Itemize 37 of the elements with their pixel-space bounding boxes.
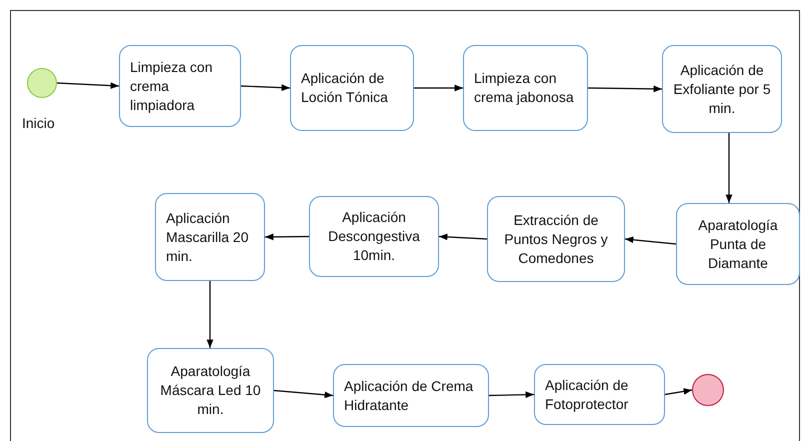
step-text: Extracción de Puntos Negros y Comedones — [503, 210, 609, 268]
process-box — [147, 348, 274, 433]
process-box — [676, 203, 800, 285]
start-circle — [27, 68, 57, 98]
step-text: Limpieza con crema jabonosa — [474, 69, 575, 107]
end-circle — [692, 374, 724, 406]
arrow — [726, 133, 732, 203]
arrow — [588, 86, 662, 92]
process-box — [487, 196, 625, 282]
step-text: Aparatología Punta de Diamante — [697, 216, 779, 272]
process-box — [309, 196, 439, 277]
arrow — [664, 388, 692, 396]
process-box — [290, 45, 414, 131]
process-box — [333, 364, 489, 427]
process-box — [119, 45, 241, 127]
step-text: Aplicación Mascarilla 20 min. — [166, 208, 250, 266]
process-box — [155, 193, 265, 281]
arrow — [56, 82, 120, 89]
process-box — [662, 45, 782, 133]
process-box — [534, 364, 665, 425]
arrow — [488, 391, 534, 398]
arrow — [414, 84, 463, 92]
step-text: Aplicación de Fotoprotector — [545, 376, 630, 414]
arrow — [265, 234, 309, 240]
step-text: Limpieza con crema limpiadora — [130, 58, 214, 114]
arrow — [240, 84, 290, 92]
arrow — [274, 390, 334, 398]
step-text: Aplicación Descongestiva 10min. — [327, 208, 421, 265]
step-text: Aplicación de Exfoliante por 5 min. — [673, 60, 771, 118]
arrow — [624, 236, 676, 245]
step-text: Aparatología Máscara Led 10 min. — [159, 362, 262, 419]
arrow — [438, 234, 488, 240]
step-text: Aplicación de Loción Tónica — [301, 69, 389, 107]
process-box — [463, 45, 588, 131]
start-label: Inicio — [22, 115, 55, 131]
step-text: Aplicación de Crema Hidratante — [344, 376, 474, 414]
arrow — [206, 281, 214, 348]
